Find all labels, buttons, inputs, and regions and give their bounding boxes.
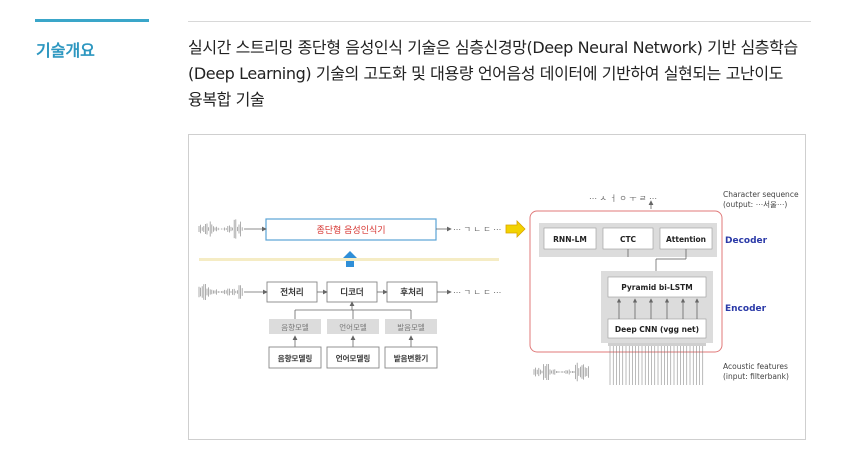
language-modeling-label: 언어모델링 [336, 353, 371, 363]
pipeline-decoder: 디코더 [340, 287, 363, 298]
pronunciation-converter-label: 발음변환기 [394, 353, 429, 363]
decoder-label: Decoder [725, 236, 768, 246]
pipeline-preprocess: 전처리 [280, 287, 303, 298]
char-seq-label-2: (output: ⋯서울⋯) [723, 200, 787, 209]
intro-line-1: 실시간 스트리밍 종단형 음성인식 기술은 심층신경망(Deep Neural … [188, 38, 798, 57]
decoder-ctc: CTC [620, 235, 637, 244]
waveform-top [198, 219, 243, 239]
section-accent-line [35, 19, 149, 22]
section-top-rule [188, 21, 811, 22]
pronunciation-model-label: 발음모델 [397, 323, 425, 332]
diagram-figure: 종단형 음성인식기 ⋯ ㄱ ㄴ ㄷ ⋯ 전처리 디코더 후처리 ⋯ ㄱ ㄴ ㄷ … [188, 134, 806, 440]
output-chars-bottom: ⋯ ㄱ ㄴ ㄷ ⋯ [453, 288, 501, 297]
char-seq-label-1: Character sequence [723, 190, 799, 199]
pipeline-row: 전처리 디코더 후처리 [244, 281, 452, 303]
acoustic-label-2: (input: filterbank) [723, 372, 789, 381]
decoder-rnnlm: RNN-LM [553, 235, 587, 244]
decoder-attention: Attention [666, 235, 706, 244]
encoder-deep-cnn: Deep CNN (vgg net) [615, 325, 699, 334]
acoustic-modeling-label: 음향모델링 [278, 353, 313, 363]
encoder-label: Encoder [725, 304, 767, 314]
output-chars-top: ⋯ ㄱ ㄴ ㄷ ⋯ [453, 225, 501, 234]
model-row: 음향모델 언어모델 발음모델 [269, 319, 437, 334]
acoustic-label-1: Acoustic features [723, 362, 788, 371]
intro-line-3: 융복합 기술 [188, 90, 265, 109]
intro-text: 실시간 스트리밍 종단형 음성인식 기술은 심층신경망(Deep Neural … [188, 35, 818, 113]
yellow-arrow-icon [505, 220, 526, 238]
encoder-pyramid-bilstm: Pyramid bi-LSTM [621, 283, 692, 292]
output-chars-right: ⋯ ㅅ ㅓ ㅇ ㅜ ㄹ ⋯ [589, 194, 657, 203]
diagram-canvas: 종단형 음성인식기 ⋯ ㄱ ㄴ ㄷ ⋯ 전처리 디코더 후처리 ⋯ ㄱ ㄴ ㄷ … [198, 190, 799, 385]
section-title: 기술개요 [36, 41, 95, 60]
acoustic-model-label: 음향모델 [281, 323, 309, 332]
evolution-divider [199, 258, 499, 261]
modeling-row: 음향모델링 언어모델링 발음변환기 [268, 346, 438, 369]
waveform-right [533, 362, 589, 382]
intro-line-2: (Deep Learning) 기술의 고도화 및 대용량 언어음성 데이터에 … [188, 64, 783, 83]
waveform-bottom [198, 283, 243, 301]
language-model-label: 언어모델 [339, 322, 367, 332]
pipeline-postprocess: 후처리 [400, 287, 423, 298]
e2e-recognizer-label: 종단형 음성인식기 [316, 225, 385, 236]
